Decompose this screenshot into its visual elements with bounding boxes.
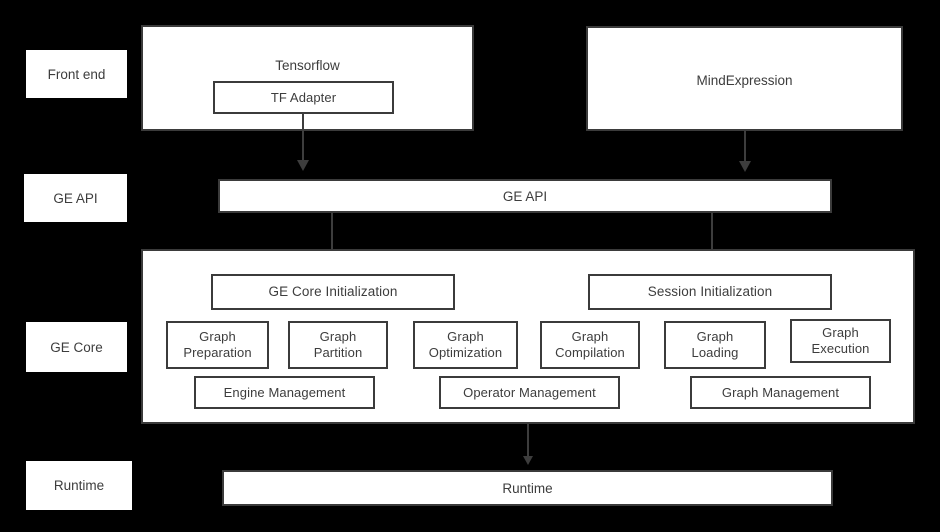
runtime-bar-label: Runtime	[502, 480, 553, 496]
mindexpression-title: MindExpression	[696, 73, 793, 88]
graph-optimization-box[interactable]: Graph Optimization	[413, 321, 518, 369]
layer-label-ge-api: GE API	[24, 174, 127, 222]
layer-label-ge-core: GE Core	[26, 322, 127, 372]
layer-label-runtime-text: Runtime	[53, 478, 105, 493]
layer-label-front-end: Front end	[26, 50, 127, 98]
engine-management-box[interactable]: Engine Management	[194, 376, 375, 409]
tf-adapter-box[interactable]: TF Adapter	[213, 81, 394, 114]
engine-management-label: Engine Management	[223, 384, 346, 400]
ge-api-bar-label: GE API	[502, 188, 548, 204]
ge-core-initialization-box[interactable]: GE Core Initialization	[211, 274, 455, 310]
graph-partition-label: Graph Partition	[313, 329, 363, 360]
graph-preparation-label: Graph Preparation	[183, 329, 252, 360]
graph-compilation-box[interactable]: Graph Compilation	[540, 321, 640, 369]
ge-api-bar[interactable]: GE API	[218, 179, 832, 213]
connector-ge-api-to-session-init	[711, 213, 713, 261]
ge-core-initialization-label: GE Core Initialization	[268, 283, 398, 299]
session-initialization-label: Session Initialization	[647, 283, 773, 299]
connector-ge-core-to-runtime	[527, 424, 529, 462]
tf-adapter-label: TF Adapter	[270, 89, 337, 105]
graph-preparation-box[interactable]: Graph Preparation	[166, 321, 269, 369]
layer-label-ge-core-text: GE Core	[50, 339, 103, 355]
connector-tf-adapter-to-ge-api	[302, 113, 304, 163]
layer-label-front-end-text: Front end	[47, 66, 106, 82]
tensorflow-title: Tensorflow	[275, 58, 340, 73]
graph-compilation-label: Graph Compilation	[555, 329, 625, 360]
layer-label-runtime: Runtime	[26, 461, 132, 510]
graph-execution-box[interactable]: Graph Execution	[790, 319, 891, 363]
graph-partition-box[interactable]: Graph Partition	[288, 321, 388, 369]
operator-management-box[interactable]: Operator Management	[439, 376, 620, 409]
mindexpression-container[interactable]: MindExpression	[586, 26, 903, 131]
graph-optimization-label: Graph Optimization	[428, 329, 503, 360]
graph-management-label: Graph Management	[721, 384, 840, 400]
graph-execution-label: Graph Execution	[811, 325, 870, 356]
graph-management-box[interactable]: Graph Management	[690, 376, 871, 409]
session-initialization-box[interactable]: Session Initialization	[588, 274, 832, 310]
arrowhead-mindexpression-to-ge-api	[739, 161, 751, 172]
graph-loading-box[interactable]: Graph Loading	[664, 321, 766, 369]
operator-management-label: Operator Management	[463, 384, 596, 400]
connector-ge-api-to-ge-core-init	[331, 213, 333, 261]
tensorflow-container[interactable]: Tensorflow	[141, 25, 474, 131]
arrowhead-tf-adapter-to-ge-api	[297, 160, 309, 171]
layer-label-ge-api-text: GE API	[53, 190, 98, 206]
graph-loading-label: Graph Loading	[691, 329, 739, 360]
connector-mindexpression-to-ge-api	[744, 131, 746, 164]
runtime-bar[interactable]: Runtime	[222, 470, 833, 506]
arrowhead-ge-core-to-runtime	[523, 456, 533, 465]
